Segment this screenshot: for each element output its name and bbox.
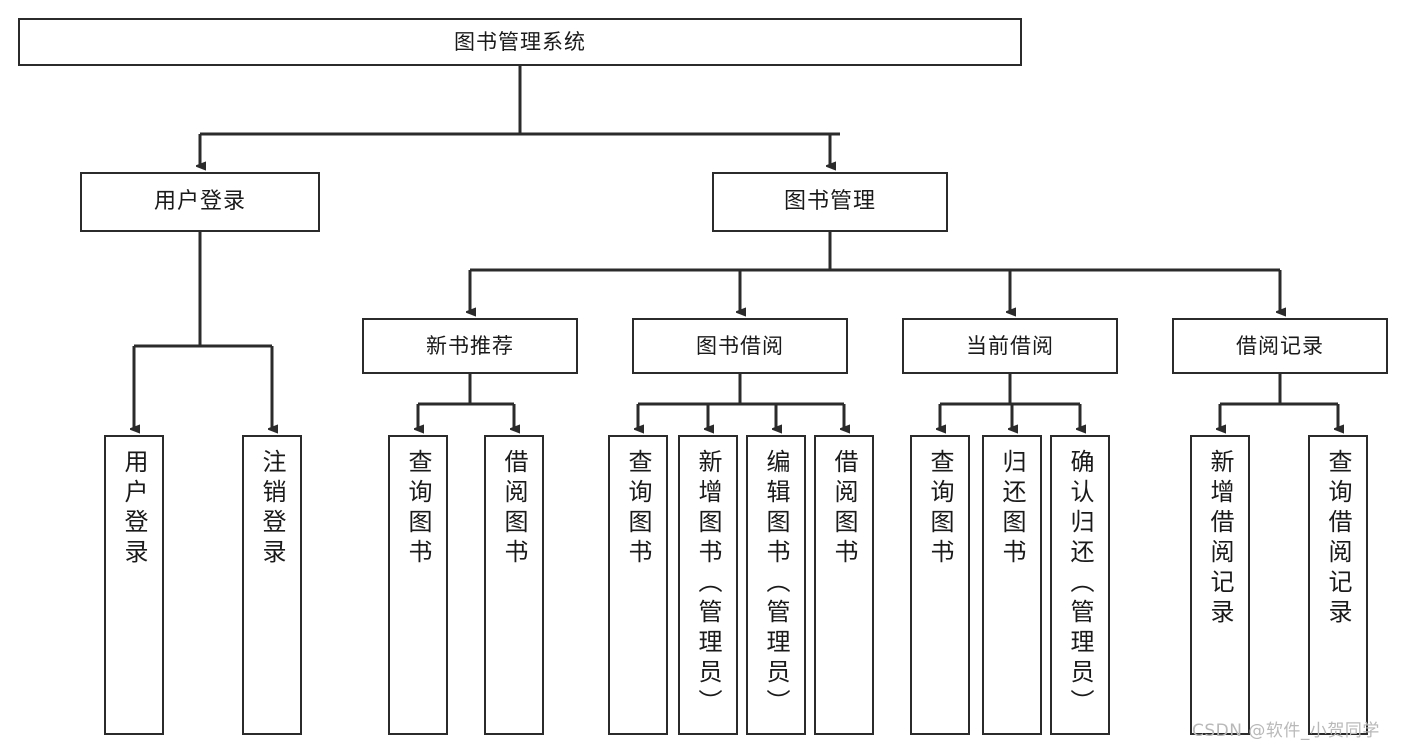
node-book-management-label: 图书管理	[783, 189, 876, 215]
leaf-add-borrow-record[interactable]: 新增借阅记录	[1190, 435, 1250, 735]
leaf-return-book[interactable]: 归还图书	[982, 435, 1042, 735]
node-current-borrow-label: 当前借阅	[966, 333, 1054, 358]
leaf-query-book-current[interactable]: 查询图书	[910, 435, 970, 735]
node-root-label: 图书管理系统	[454, 29, 586, 54]
node-new-book-recommend[interactable]: 新书推荐	[362, 318, 578, 374]
leaf-user-login[interactable]: 用户登录	[104, 435, 164, 735]
leaf-confirm-return-admin[interactable]: 确认归还（管理员）	[1050, 435, 1110, 735]
leaf-query-borrow-record[interactable]: 查询借阅记录	[1308, 435, 1368, 735]
leaf-add-book-admin-label: 新增图书（管理员）	[694, 449, 722, 719]
node-new-book-recommend-label: 新书推荐	[426, 333, 514, 358]
node-book-borrow-label: 图书借阅	[696, 333, 784, 358]
node-user-login-label: 用户登录	[153, 189, 246, 215]
node-root[interactable]: 图书管理系统	[18, 18, 1022, 66]
leaf-query-borrow-record-label: 查询借阅记录	[1324, 449, 1352, 629]
leaf-lend-book[interactable]: 借阅图书	[814, 435, 874, 735]
node-borrow-record[interactable]: 借阅记录	[1172, 318, 1388, 374]
leaf-logout-label: 注销登录	[258, 449, 286, 569]
node-user-login[interactable]: 用户登录	[80, 172, 320, 232]
node-book-borrow[interactable]: 图书借阅	[632, 318, 848, 374]
node-current-borrow[interactable]: 当前借阅	[902, 318, 1118, 374]
leaf-query-book-borrow[interactable]: 查询图书	[608, 435, 668, 735]
leaf-query-book-newbook-label: 查询图书	[404, 449, 432, 569]
leaf-edit-book-admin-label: 编辑图书（管理员）	[762, 449, 790, 719]
leaf-borrow-book-newbook[interactable]: 借阅图书	[484, 435, 544, 735]
leaf-confirm-return-admin-label: 确认归还（管理员）	[1066, 449, 1094, 719]
leaf-query-book-current-label: 查询图书	[926, 449, 954, 569]
node-book-management[interactable]: 图书管理	[712, 172, 948, 232]
leaf-query-book-newbook[interactable]: 查询图书	[388, 435, 448, 735]
leaf-return-book-label: 归还图书	[998, 449, 1026, 569]
node-borrow-record-label: 借阅记录	[1236, 333, 1324, 358]
leaf-logout[interactable]: 注销登录	[242, 435, 302, 735]
leaf-query-book-borrow-label: 查询图书	[624, 449, 652, 569]
leaf-edit-book-admin[interactable]: 编辑图书（管理员）	[746, 435, 806, 735]
leaf-add-book-admin[interactable]: 新增图书（管理员）	[678, 435, 738, 735]
leaf-lend-book-label: 借阅图书	[830, 449, 858, 569]
leaf-user-login-label: 用户登录	[120, 449, 148, 569]
leaf-add-borrow-record-label: 新增借阅记录	[1206, 449, 1234, 629]
leaf-borrow-book-newbook-label: 借阅图书	[500, 449, 528, 569]
